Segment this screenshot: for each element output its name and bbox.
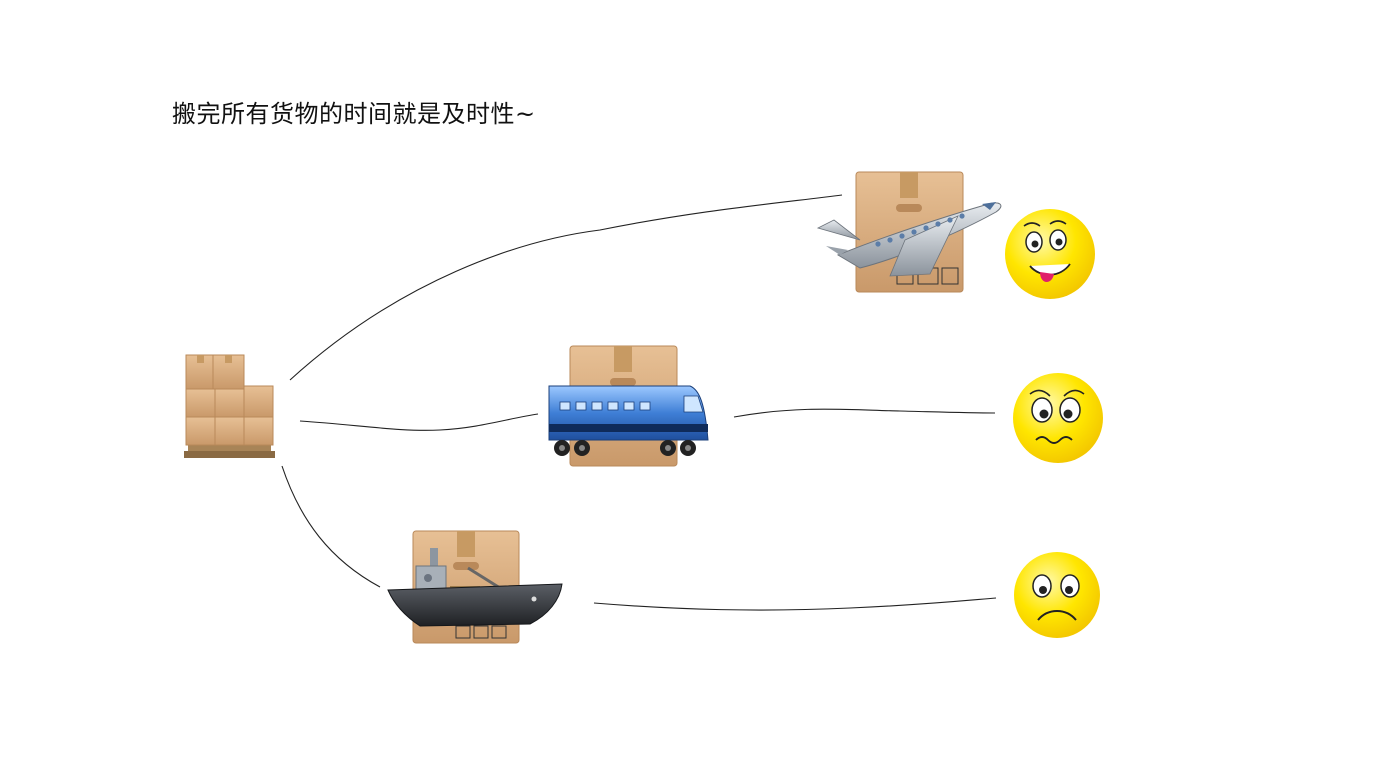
connector-lines <box>281 194 997 611</box>
airplane-icon <box>816 202 1002 277</box>
sea-route <box>387 530 563 644</box>
sad-face-icon <box>1014 552 1100 638</box>
slide-title: 搬完所有货物的时间就是及时性~ <box>172 100 536 128</box>
worried-face-icon <box>1013 373 1103 463</box>
connector-sea-result <box>593 597 997 611</box>
happy-face-icon <box>1005 209 1095 299</box>
ship-icon <box>387 548 563 627</box>
connector-source-to-air <box>289 194 843 381</box>
connector-air-result <box>733 408 996 418</box>
air-route <box>816 171 1002 293</box>
rail-route <box>548 345 709 467</box>
connector-source-to-rail <box>299 413 539 431</box>
pallet-boxes-icon <box>184 354 275 458</box>
connector-source-to-sea <box>281 465 381 588</box>
train-icon <box>548 385 709 456</box>
